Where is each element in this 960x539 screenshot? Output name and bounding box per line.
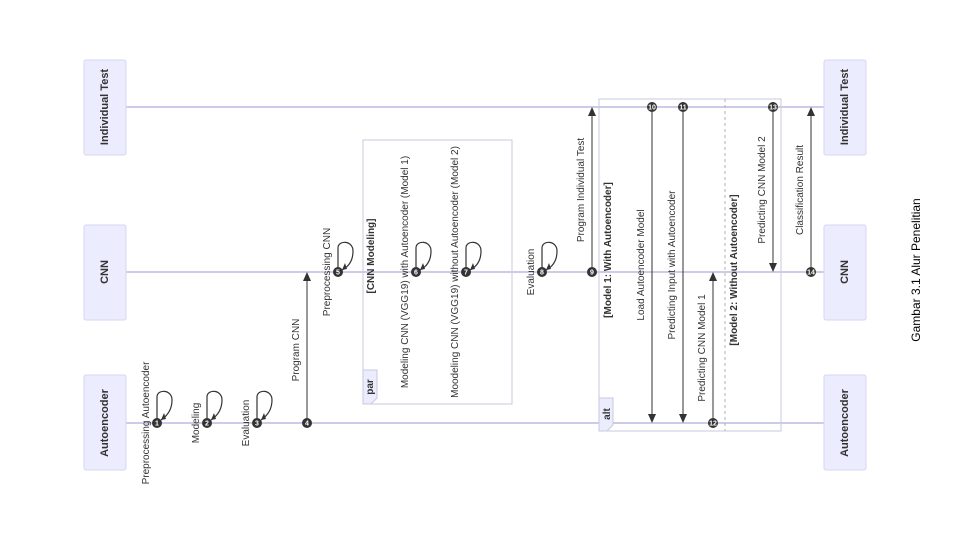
message-label: Evaluation [526, 249, 537, 296]
message-10: 10 Load Autoencoder Model [636, 102, 657, 423]
message-label: Modeling [191, 403, 202, 444]
actor-individual-test-left: Individual Test [83, 59, 127, 156]
message-number: 4 [305, 421, 309, 428]
actor-label: Autoencoder [99, 388, 111, 457]
actor-label: CNN [839, 260, 851, 284]
message-5: 5 Preprocessing CNN [322, 228, 354, 316]
actor-label: CNN [99, 260, 111, 284]
message-label: Predicting CNN Model 2 [757, 136, 768, 244]
message-label: Modeling CNN (VGG19) with Autoencoder (M… [400, 156, 411, 388]
message-number: 1 [155, 421, 159, 428]
message-number: 6 [414, 270, 418, 277]
alt-frame: alt [Model 1: With Autoencoder] [Model 2… [598, 98, 782, 432]
message-label: Program CNN [291, 319, 302, 382]
message-14: 14 Classification Result [795, 107, 816, 277]
message-number: 5 [336, 270, 340, 277]
message-number: 14 [807, 270, 815, 277]
message-number: 10 [648, 105, 656, 112]
alt-label-model-2: [Model 2: Without Autoencoder] [729, 194, 740, 345]
par-tag: par [365, 379, 376, 395]
message-number: 12 [709, 421, 717, 428]
message-1: 1 Preprocessing Autoencoder [141, 361, 173, 485]
alt-label-model-1: [Model 1: With Autoencoder] [603, 182, 614, 318]
figure-caption: Gambar 3.1 Alur Penelitian [909, 198, 923, 341]
actor-individual-test-right: Individual Test [823, 59, 867, 156]
actor-label: Autoencoder [839, 388, 851, 457]
par-label: [CNN Modeling] [366, 219, 377, 294]
message-2: 2 Modeling [191, 390, 223, 444]
message-9: 9 Program Individual Test [576, 107, 597, 277]
message-number: 7 [464, 270, 468, 277]
message-label: Load Autoencoder Model [636, 209, 647, 320]
message-12: 12 Predicting CNN Model 1 [697, 272, 718, 428]
message-label: Predicting Input with Autoencoder [667, 190, 678, 340]
actor-autoencoder-right: Autoencoder [823, 374, 867, 471]
actor-cnn-right: CNN [823, 224, 867, 321]
message-number: 13 [769, 105, 777, 112]
message-13: 13 Predicting CNN Model 2 [757, 102, 778, 272]
message-label: Evaluation [241, 400, 252, 447]
message-8: 8 Evaluation [526, 241, 558, 296]
message-11: 11 Predicting Input with Autoencoder [667, 102, 688, 423]
message-label: Predicting CNN Model 1 [697, 294, 708, 402]
actor-label: Individual Test [99, 69, 111, 146]
message-number: 8 [540, 270, 544, 277]
message-6: 6 Modeling CNN (VGG19) with Autoencoder … [400, 156, 432, 388]
message-label: Preprocessing CNN [322, 228, 333, 316]
message-number: 9 [590, 270, 594, 277]
message-label: Classification Result [795, 145, 806, 235]
message-label: Preprocessing Autoencoder [141, 361, 152, 485]
actor-cnn-left: CNN [83, 224, 127, 321]
message-number: 2 [205, 421, 209, 428]
alt-tag: alt [602, 407, 613, 419]
message-label: Moodeling CNN (VGG19) without Autoencode… [450, 146, 461, 398]
par-frame: par [CNN Modeling] [362, 139, 513, 405]
actor-label: Individual Test [839, 69, 851, 146]
actor-autoencoder-left: Autoencoder [83, 374, 127, 471]
message-number: 11 [679, 105, 687, 112]
message-number: 3 [255, 421, 259, 428]
message-7: 7 Moodeling CNN (VGG19) without Autoenco… [450, 146, 482, 398]
message-4: 4 Program CNN [291, 272, 312, 428]
message-3: 3 Evaluation [241, 390, 273, 447]
message-label: Program Individual Test [576, 138, 587, 243]
